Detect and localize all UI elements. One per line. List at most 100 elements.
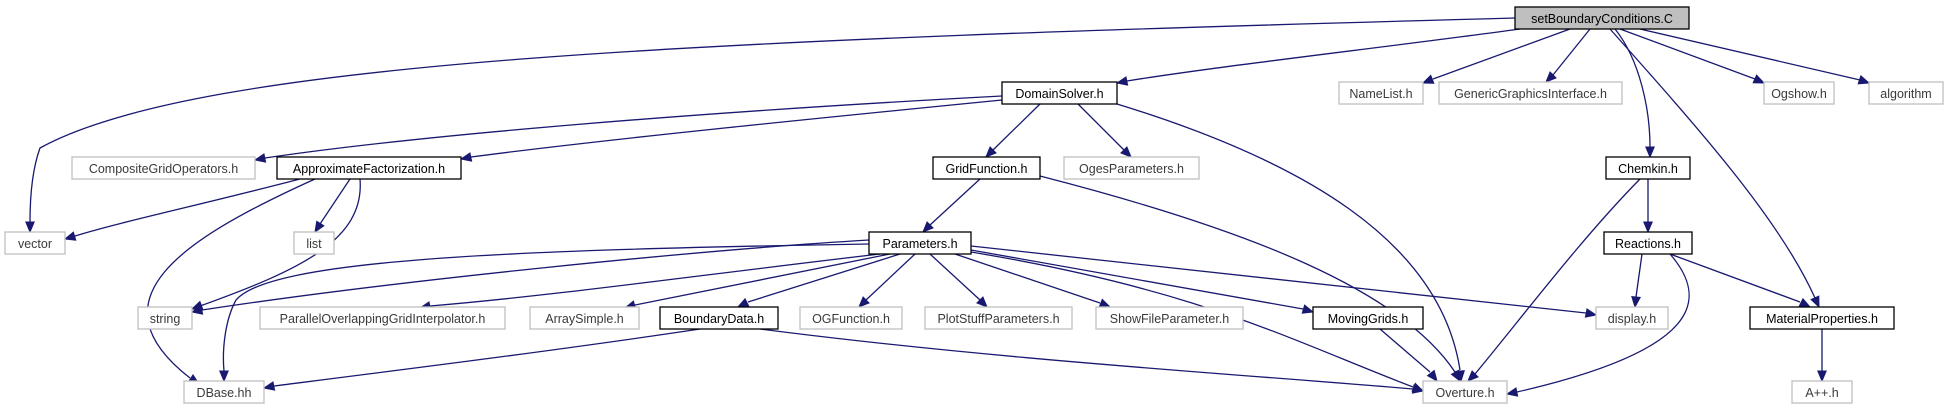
edge-line [319, 178, 351, 225]
edge-arrowhead [1752, 74, 1766, 84]
edge-arrowhead [1411, 384, 1425, 394]
edge-chemkin-to-overture [1467, 178, 1641, 382]
edge-arrowhead [1584, 308, 1598, 318]
edge-setboundaryconditions-to-algorithm [1639, 28, 1871, 85]
edge-domainsolver-to-overture [1116, 103, 1465, 383]
node-setboundaryconditions-c[interactable]: setBoundaryConditions.C [1514, 6, 1690, 30]
edge-parameters-to-dbase [219, 243, 870, 383]
edge-movinggrids-to-overture [1379, 328, 1438, 383]
edge-line [1474, 178, 1641, 375]
edge-materialproperties-to-a-plus-plus [1817, 329, 1827, 383]
node-label: Ogshow.h [1771, 87, 1827, 101]
edge-line [634, 253, 891, 306]
edge-parameters-to-ogfunction [858, 253, 916, 308]
node-paralleloverlappinggridinterpolator-h: ParallelOverlappingGridInterpolator.h [259, 306, 506, 330]
edge-domainsolver-to-ogesparameters [1077, 103, 1132, 158]
edge-parameters-to-plotstuffparameters [929, 253, 988, 308]
edge-arrowhead [253, 153, 267, 163]
node-label: string [150, 312, 181, 326]
edge-arrowhead [1810, 295, 1820, 309]
edge-domainsolver-to-approximatefactorization [459, 99, 1003, 162]
edge-arrowhead [63, 231, 77, 241]
edge-line [1614, 28, 1651, 148]
edge-line [1077, 103, 1125, 151]
node-label: PlotStuffParameters.h [937, 312, 1059, 326]
edge-arrowhead [1120, 146, 1132, 158]
node-materialproperties-h[interactable]: MaterialProperties.h [1749, 306, 1895, 330]
edge-arrowhead [1301, 304, 1315, 314]
edge-arrowhead [1467, 370, 1479, 382]
edge-boundarydata-to-overture [759, 328, 1425, 394]
edge-line [470, 99, 1003, 158]
edge-line [1379, 328, 1431, 373]
edge-arrowhead [1505, 387, 1519, 397]
node-label: ShowFileParameter.h [1110, 312, 1230, 326]
node-approximatefactorization-h[interactable]: ApproximateFactorization.h [276, 156, 462, 180]
edge-line [273, 328, 701, 387]
edge-line [146, 178, 316, 379]
edge-parameters-to-movinggrids [970, 249, 1315, 314]
node-label: OgesParameters.h [1079, 162, 1184, 176]
edge-arrowhead [858, 296, 870, 308]
edge-line [1619, 28, 1756, 80]
node-reactions-h[interactable]: Reactions.h [1603, 231, 1693, 255]
edge-setboundaryconditions-to-namelist [1421, 28, 1571, 84]
edge-line [865, 253, 916, 301]
edge-line [1669, 253, 1801, 303]
edge-line [929, 178, 981, 226]
node-label: A++.h [1805, 386, 1838, 400]
node-label: Parameters.h [882, 237, 957, 251]
node-label: CompositeGridOperators.h [89, 162, 238, 176]
node-overture-h: Overture.h [1422, 380, 1508, 404]
edge-arrowhead [1421, 74, 1435, 84]
edge-reactions-to-overture [1505, 253, 1690, 397]
edge-parameters-to-display [970, 245, 1598, 318]
node-label: MaterialProperties.h [1766, 312, 1878, 326]
edge-line [1609, 28, 1816, 299]
node-algorithm: algorithm [1868, 81, 1944, 105]
edge-setboundaryconditions-to-vector [25, 17, 1516, 234]
edge-arrowhead [736, 297, 750, 308]
edge-line [429, 253, 881, 307]
edge-line [1552, 28, 1591, 76]
graph-nodes: setBoundaryConditions.C DomainSolver.h N… [4, 6, 1944, 404]
edge-approximatefactorization-to-vector [63, 178, 301, 241]
edge-line [759, 328, 1414, 390]
edge-line [29, 17, 1516, 223]
node-dbase-hh: DBase.hh [183, 380, 265, 404]
edge-arrowhead [1645, 146, 1655, 159]
node-list: list [293, 231, 335, 255]
node-namelist-h: NameList.h [1338, 81, 1424, 105]
node-label: ApproximateFactorization.h [293, 162, 445, 176]
node-label: display.h [1608, 312, 1656, 326]
node-label: NameList.h [1349, 87, 1412, 101]
edge-setboundaryconditions-to-materialproperties [1609, 28, 1820, 309]
node-movinggrids-h[interactable]: MovingGrids.h [1312, 306, 1424, 330]
node-label: Chemkin.h [1618, 162, 1678, 176]
edge-arrowhead [976, 296, 988, 308]
node-domainsolver-h[interactable]: DomainSolver.h [1001, 81, 1118, 105]
edge-gridfunction-to-parameters [922, 178, 981, 233]
edge-setboundaryconditions-to-genericgraphics [1545, 28, 1591, 83]
edge-chemkin-to-reactions [1643, 179, 1653, 234]
node-chemkin-h[interactable]: Chemkin.h [1605, 156, 1691, 180]
edge-arrowhead [25, 221, 35, 234]
node-label: Reactions.h [1615, 237, 1681, 251]
node-label: OGFunction.h [812, 312, 890, 326]
edge-arrowhead [1545, 71, 1557, 83]
node-parameters-h[interactable]: Parameters.h [868, 231, 972, 255]
node-boundarydata-h[interactable]: BoundaryData.h [659, 306, 779, 330]
node-arraysimple-h: ArraySimple.h [529, 306, 640, 330]
edge-approximatefactorization-to-dbase [146, 178, 316, 385]
node-display-h: display.h [1595, 306, 1669, 330]
edge-domainsolver-to-gridfunction [985, 103, 1041, 158]
edge-line [264, 95, 1003, 159]
node-gridfunction-h[interactable]: GridFunction.h [932, 156, 1041, 180]
edge-domainsolver-to-compositegridoperators [253, 95, 1003, 163]
edge-setboundaryconditions-to-chemkin [1614, 28, 1655, 159]
edge-arrowhead [1857, 74, 1871, 85]
node-string: string [137, 306, 193, 330]
edge-reactions-to-materialproperties [1669, 253, 1812, 308]
node-label: DomainSolver.h [1015, 87, 1103, 101]
edge-setboundaryconditions-to-domainsolver [1115, 28, 1521, 86]
